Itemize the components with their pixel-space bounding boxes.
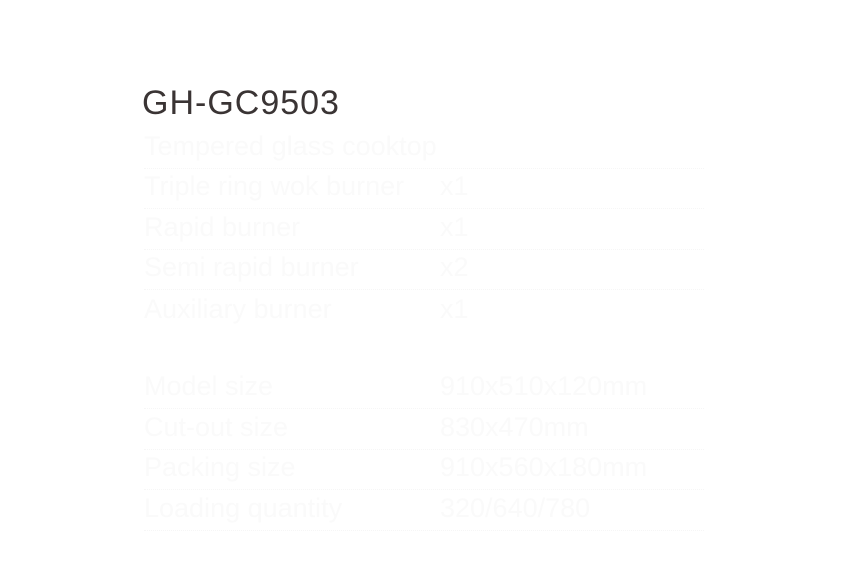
spec-row: Packing size 910x560x180mm	[144, 450, 704, 490]
spec-value: 910x560x180mm	[440, 452, 648, 482]
spec-value: 830x470mm	[440, 411, 589, 442]
spec-value: x2	[440, 252, 469, 282]
spec-value: x1	[440, 171, 469, 201]
spec-row: Rapid burner x1	[144, 209, 704, 250]
spec-label: Semi rapid burner	[144, 252, 359, 282]
spec-label: Model size	[144, 371, 274, 401]
spec-label: Auxiliary burner	[144, 293, 332, 324]
product-model-title: GH-GC9503	[142, 84, 340, 122]
spec-row: Tempered glass cooktop	[144, 128, 704, 169]
spec-row: Triple ring wok burner x1	[144, 169, 704, 209]
spec-row: Model size 910x510x120mm	[144, 369, 704, 409]
spec-value: x1	[440, 211, 469, 242]
spec-row: Auxiliary burner x1	[144, 290, 704, 331]
spec-label: Packing size	[144, 452, 296, 482]
spec-value: x1	[440, 293, 469, 324]
spec-row: Semi rapid burner x2	[144, 250, 704, 290]
spec-label: Loading quantity	[144, 492, 343, 523]
spec-label: Cut-out size	[144, 411, 289, 442]
spec-row: Loading quantity 320/640/780	[144, 490, 704, 531]
section-gap	[144, 331, 704, 369]
spec-table: Tempered glass cooktop Triple ring wok b…	[144, 128, 704, 531]
spec-row: Cut-out size 830x470mm	[144, 409, 704, 450]
spec-label: Rapid burner	[144, 211, 301, 242]
spec-label: Tempered glass cooktop	[144, 130, 437, 161]
spec-value: 320/640/780	[440, 492, 591, 523]
spec-label: Triple ring wok burner	[144, 171, 405, 201]
spec-value: 910x510x120mm	[440, 371, 648, 401]
